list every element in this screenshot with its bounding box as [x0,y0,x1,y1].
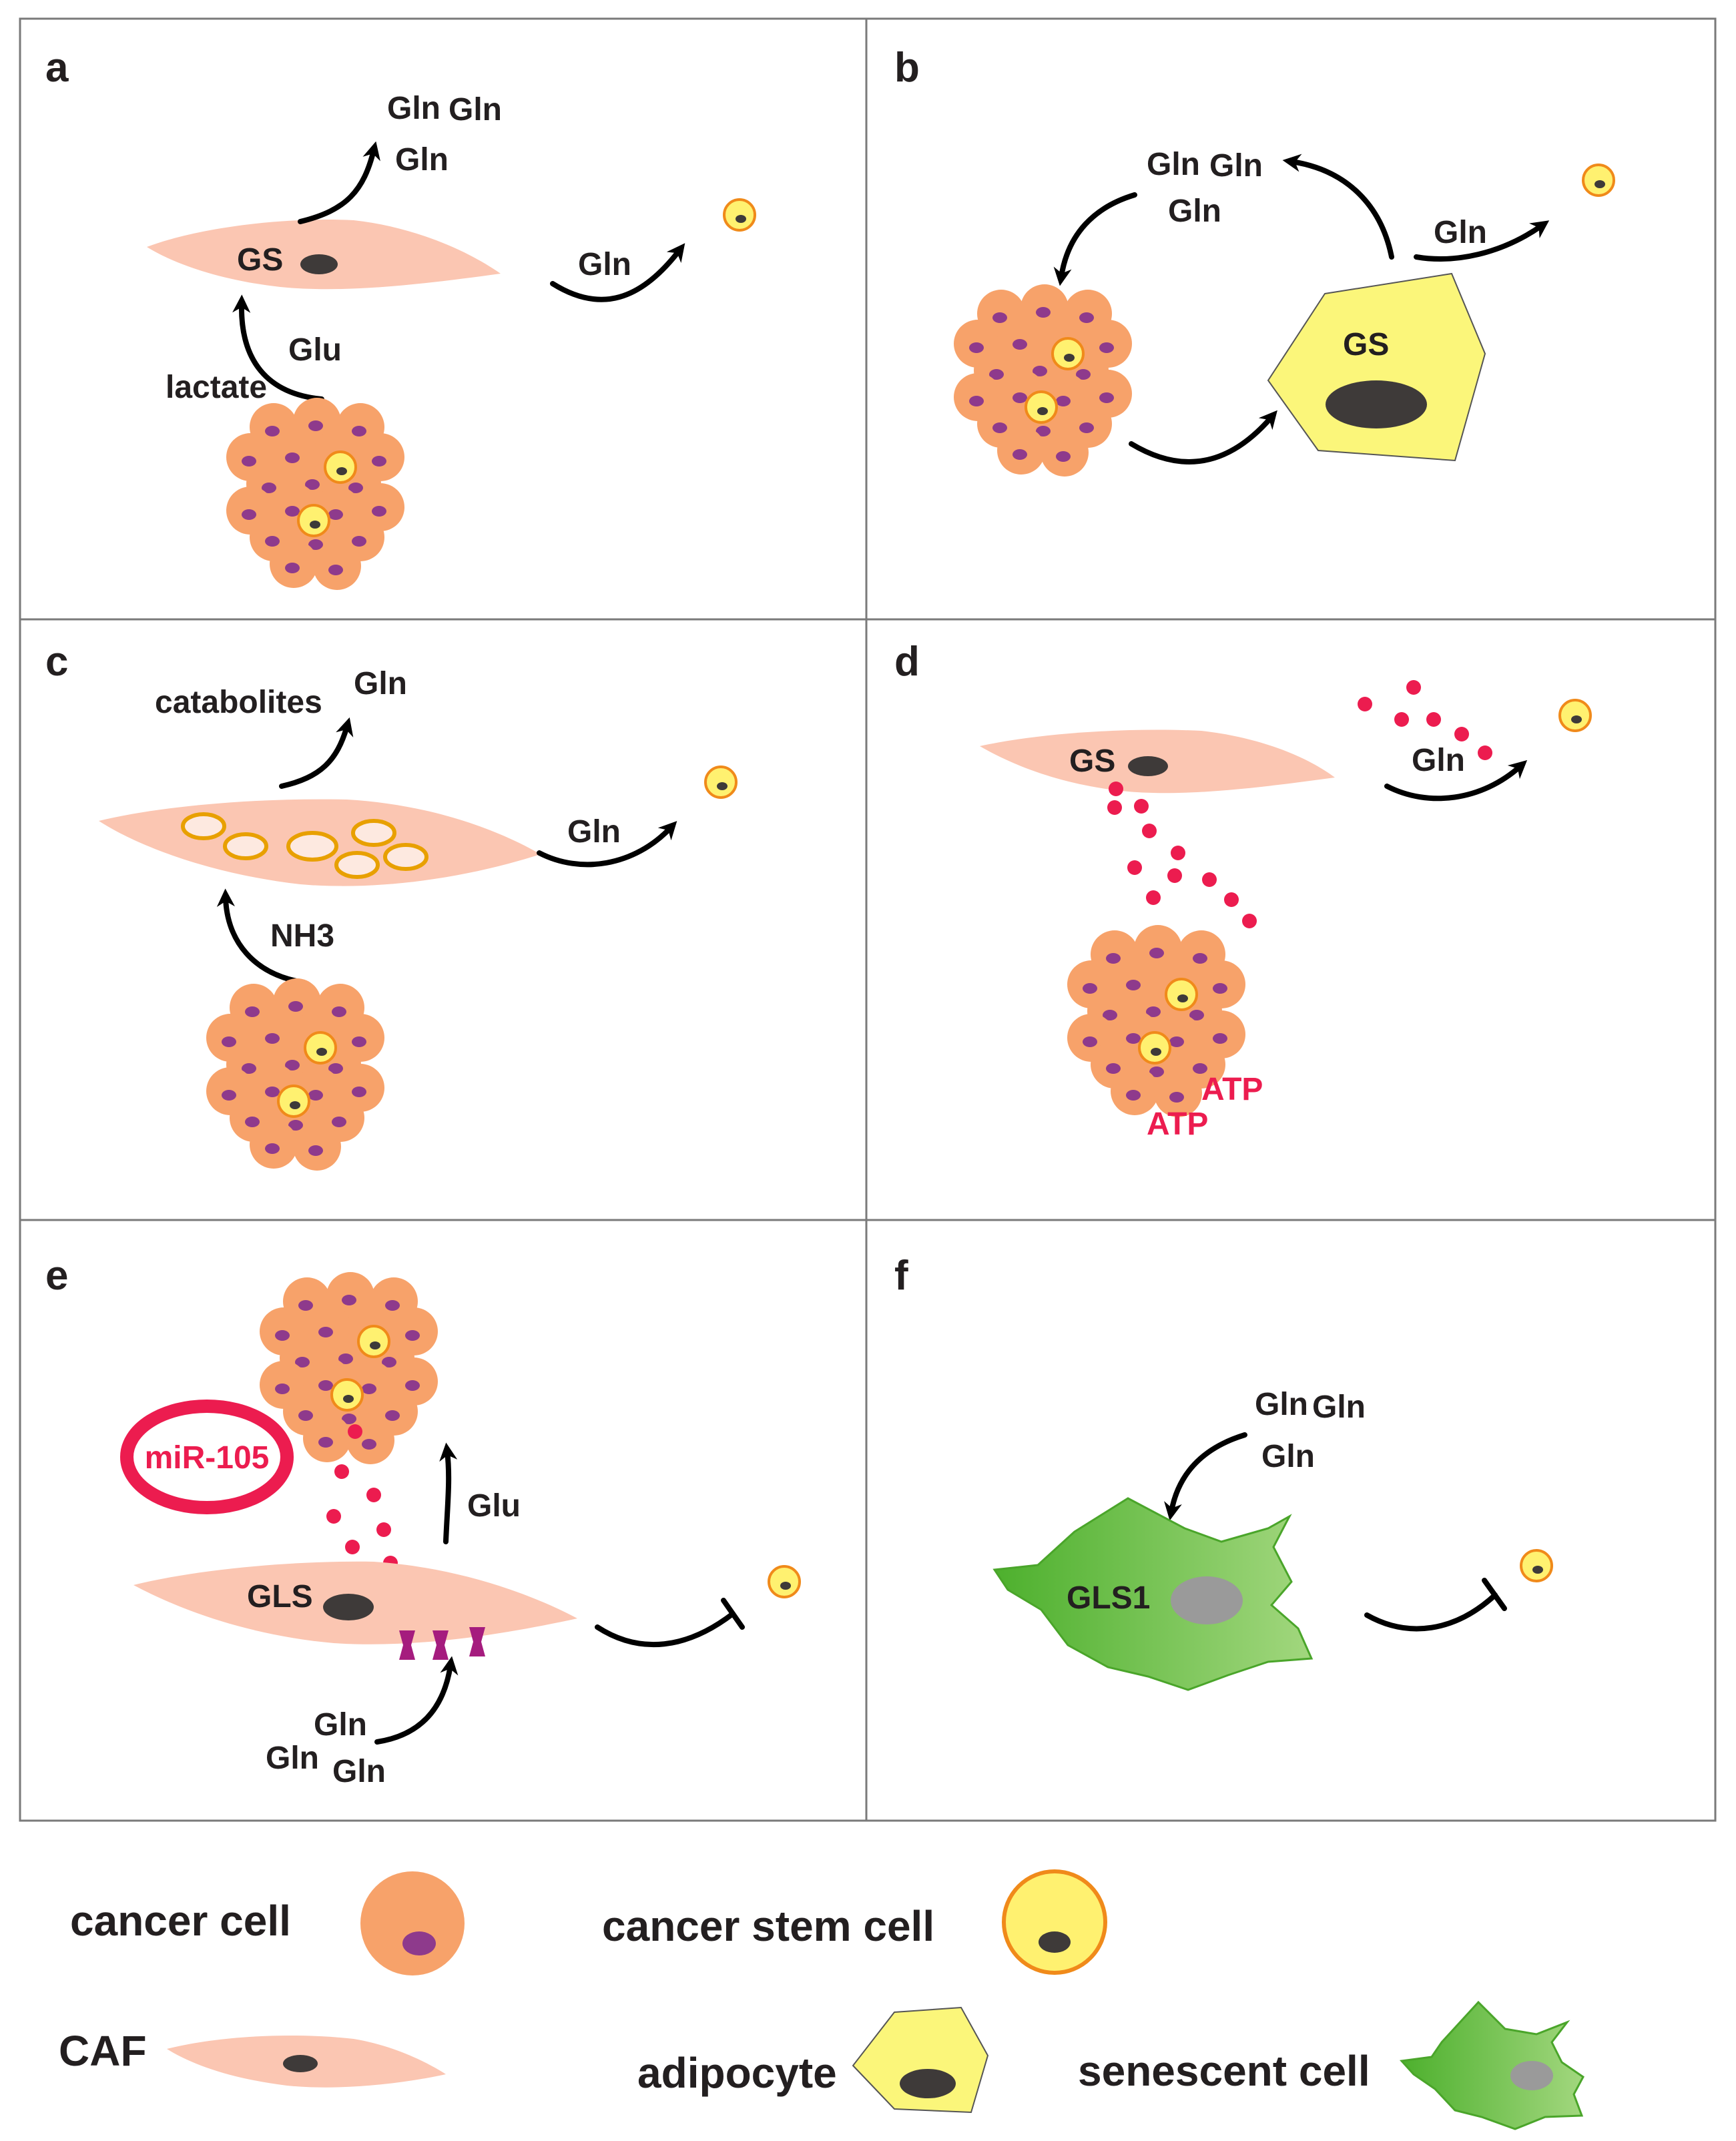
inhibit-line-e [595,1611,736,1648]
gln-label-e3: Gln [332,1754,386,1789]
legend-cancer-cell-icon [360,1871,465,1975]
arrow-glu-e [439,1442,458,1544]
panel-b: b Gln Gln Gln GS Gln [894,45,1615,477]
arrow-gln-into-senescent-f [1164,1432,1247,1521]
arrow-gln-out-a [298,141,380,224]
transporters-e [399,1627,485,1660]
gln-label-c1: Gln [354,666,407,701]
panel-label-f: f [894,1253,908,1299]
nh3-label-c: NH3 [270,918,334,954]
gln-label-a4: Gln [578,247,631,282]
caf-nucleus-a [300,254,338,274]
cancer-stem-cell-a [723,198,756,232]
arrow-tumor-to-adipocyte-b [1129,410,1277,465]
gln-label-e1: Gln [314,1707,367,1743]
glu-label-a: Glu [288,332,342,368]
gln-label-a1: Gln [387,91,441,126]
arrow-gln-to-csc-c [537,821,677,868]
atp-label-d2: ATP [1147,1107,1208,1142]
gln-label-f2: Gln [1312,1390,1366,1425]
panel-label-c: c [45,639,68,685]
arrow-gln-into-caf-e [374,1656,459,1745]
cancer-stem-cell-d [1558,699,1592,732]
arrow-gln-to-csc-b [1414,220,1550,262]
adipocyte-b [1267,272,1486,462]
arrow-gln-to-tumor-b [1053,192,1137,286]
panel-c: c catabolites Gln NH3 Gln [45,639,738,1171]
caf-nucleus-d [1128,756,1168,776]
lactate-label-a: lactate [166,370,267,405]
gs-label-a: GS [237,242,283,278]
gln-label-a3: Gln [395,142,449,178]
legend-caf-icon [167,2036,446,2088]
gs-label-b: GS [1343,327,1389,362]
legend: cancer cell cancer stem cell CAF adipocy… [59,1869,1584,2130]
panel-label-e: e [45,1253,68,1299]
gln-label-b1: Gln [1147,147,1200,182]
gln-label-b3: Gln [1168,194,1221,229]
gln-label-a2: Gln [449,92,502,127]
arrow-gln-to-csc-a [550,243,685,302]
panel-d: d GS ATP ATP Gln [894,639,1592,1142]
inhibit-line-f [1364,1592,1498,1632]
tumor-cluster-a [226,398,404,590]
vesicles-c [181,812,428,879]
legend-cancer-stem-cell-label: cancer stem cell [602,1902,934,1950]
legend-senescent-cell-label: senescent cell [1078,2047,1370,2095]
caf-cell-a [147,220,501,290]
arrow-nh3-c [216,888,306,985]
arrow-lactate-glu-a [232,294,324,402]
cancer-stem-cell-c [704,766,738,799]
panel-label-a: a [45,45,69,91]
gln-label-b4: Gln [1434,215,1487,250]
legend-adipocyte-label: adipocyte [637,2049,837,2097]
arrow-gln-to-csc-d [1384,759,1528,802]
gln-label-b2: Gln [1209,148,1263,184]
gls-label-e: GLS [247,1579,313,1614]
legend-adipocyte-icon [852,2006,989,2114]
gs-label-d: GS [1069,743,1115,779]
arrow-adipocyte-gln-b [1282,154,1394,260]
gln-label-d: Gln [1412,743,1465,778]
gln-label-c2: Gln [567,814,621,850]
senescent-nucleus-f [1171,1576,1243,1624]
gln-label-f1: Gln [1255,1387,1308,1422]
cancer-stem-cell-f [1520,1549,1553,1582]
adipocyte-nucleus-b [1326,380,1427,428]
senescent-cell-f [992,1497,1314,1691]
gln-label-f3: Gln [1261,1439,1315,1474]
tumor-cluster-b [954,284,1132,477]
panel-f: f Gln Gln Gln GLS1 [894,1253,1553,1691]
panel-frames [19,17,1717,1822]
inhibit-bar-f [1482,1578,1507,1611]
legend-senescent-cell-icon [1399,2000,1584,2130]
panel-a: a GS Gln Gln Gln Glu lactate Gln [45,45,756,590]
legend-caf-label: CAF [59,2027,147,2075]
cancer-stem-cell-b [1582,164,1615,197]
mir105-label: miR-105 [145,1440,270,1476]
atp-dots-d [1107,680,1492,928]
panel-e: e miR-105 Glu GLS Gln Gln Gln [45,1253,801,1789]
panel-label-b: b [894,45,920,91]
gls1-label-f: GLS1 [1067,1580,1150,1616]
caf-nucleus-e [323,1594,374,1620]
inhibit-bar-e [721,1598,745,1630]
arrow-catabolites-gln-c [279,717,354,789]
legend-cancer-cell-label: cancer cell [70,1897,291,1945]
catabolites-label-c: catabolites [155,685,322,720]
cancer-stem-cell-e [768,1565,801,1598]
panel-label-d: d [894,639,920,685]
legend-cancer-stem-cell-icon [1002,1869,1107,1975]
atp-label-d1: ATP [1201,1072,1263,1107]
gln-label-e2: Gln [266,1741,319,1776]
tumor-cluster-c [206,978,384,1171]
glu-label-e: Glu [467,1488,521,1524]
exosome-mir105 [120,1400,294,1514]
